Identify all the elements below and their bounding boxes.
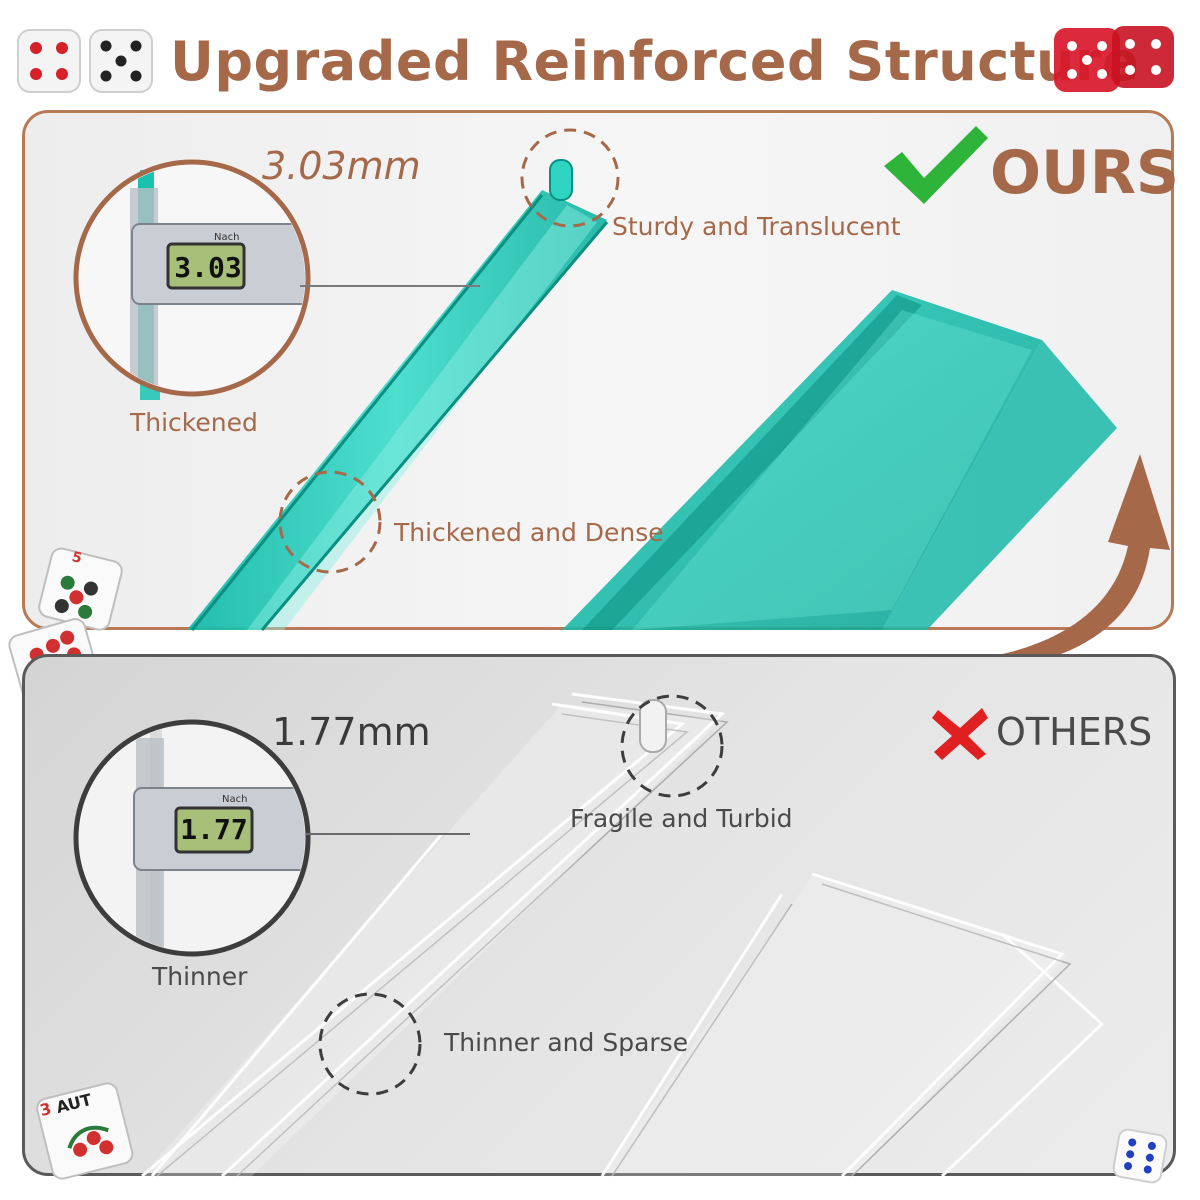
cross-icon: [932, 708, 988, 760]
others-caliper-brand: Nach: [222, 794, 248, 805]
mahjong-tile-icon: [36, 1082, 134, 1180]
others-badge: OTHERS: [996, 710, 1153, 754]
teal-rack-illustration: [140, 159, 1117, 631]
ours-callout-dense: Thickened and Dense: [394, 518, 664, 547]
others-callout-fragile: Fragile and Turbid: [570, 804, 793, 833]
check-icon: [884, 126, 988, 204]
ours-callout-thickened: Thickened: [130, 408, 258, 437]
others-caliper-magnifier: [73, 719, 311, 957]
ours-caliper-brand: Nach: [214, 232, 240, 243]
curved-arrow-icon: [906, 454, 1170, 675]
red-dice-icon: [1054, 26, 1174, 92]
ours-badge: OURS: [990, 138, 1180, 208]
ours-caliper-magnifier: [73, 159, 311, 397]
mahjong-tile-icon: [38, 547, 123, 631]
others-measurement: 1.77mm: [272, 710, 431, 754]
others-callout-sparse: Thinner and Sparse: [444, 1028, 689, 1057]
white-dice-icon: [17, 29, 153, 93]
others-caliper-display: 1.77: [180, 813, 248, 846]
others-callout-thinner: Thinner: [152, 962, 248, 991]
ours-caliper-display: 3.03: [174, 251, 242, 284]
ours-measurement: 3.03mm: [262, 144, 421, 188]
page-title: Upgraded Reinforced Structure: [170, 30, 1140, 93]
ours-callout-sturdy: Sturdy and Translucent: [612, 212, 901, 241]
white-dice-icon: [1112, 1128, 1168, 1184]
